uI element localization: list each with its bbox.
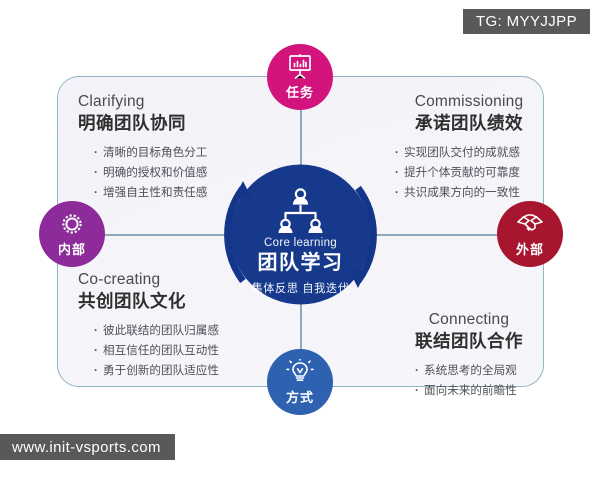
- list-item: 实现团队交付的成就感: [395, 143, 545, 163]
- list-item: 勇于创新的团队适应性: [94, 361, 278, 381]
- quadrant-commissioning-en: Commissioning: [414, 93, 524, 110]
- list-item: 清晰的目标角色分工: [94, 143, 278, 163]
- list-item: 明确的授权和价值感: [94, 163, 278, 183]
- quadrant-connecting-bullets: 系统思考的全局观 面向未来的前瞻性: [415, 361, 545, 401]
- list-item: 面向未来的前瞻性: [415, 381, 545, 401]
- badge-internal-label: 内部: [57, 241, 86, 257]
- badge-external[interactable]: 外部: [497, 201, 563, 267]
- quadrant-commissioning-cn: 承诺团队绩效: [415, 113, 523, 134]
- quadrant-co-creating-cn: 共创团队文化: [78, 291, 186, 312]
- badge-method[interactable]: 方式: [267, 349, 333, 415]
- core-ring-graphic: [224, 164, 377, 305]
- connector-right: [370, 234, 530, 236]
- quadrant-co-creating-en: Co-creating: [78, 271, 161, 288]
- connector-top: [300, 82, 302, 187]
- list-item: 增强自主性和责任感: [94, 183, 278, 203]
- quadrant-clarifying-en: Clarifying: [78, 93, 145, 110]
- list-item: 彼此联结的团队归属感: [94, 321, 278, 341]
- watermark-tg: TG: MYYJJPP: [462, 9, 590, 34]
- quadrant-clarifying-cn: 明确团队协同: [78, 113, 186, 134]
- quadrant-co-creating: Co-creating 共创团队文化 彼此联结的团队归属感 相互信任的团队互动性…: [78, 270, 278, 381]
- gear-icon: [62, 213, 82, 234]
- quadrant-connecting: Connecting 联结团队合作 系统思考的全局观 面向未来的前瞻性: [393, 310, 545, 401]
- list-item: 共识成果方向的一致性: [395, 183, 545, 203]
- badge-method-label: 方式: [285, 389, 314, 405]
- badge-external-label: 外部: [515, 241, 544, 257]
- quadrant-commissioning: Commissioning 承诺团队绩效 实现团队交付的成就感 提升个体贡献的可…: [393, 92, 545, 203]
- list-item: 相互信任的团队互动性: [94, 341, 278, 361]
- quadrant-commissioning-bullets: 实现团队交付的成就感 提升个体贡献的可靠度 共识成果方向的一致性: [395, 143, 545, 203]
- presentation-chart-icon: [289, 53, 311, 79]
- badge-task[interactable]: 任务: [267, 44, 333, 110]
- connector-left: [72, 234, 232, 236]
- list-item: 系统思考的全局观: [415, 361, 545, 381]
- badge-task-label: 任务: [285, 84, 314, 100]
- core-circle: Core learning 团队学习 集体反思 自我迭代: [217, 151, 384, 318]
- watermark-url: www.init-vsports.com: [0, 434, 175, 460]
- lightbulb-icon: [286, 358, 314, 381]
- org-chart-icon: [278, 188, 323, 233]
- connector-bottom: [300, 288, 302, 366]
- quadrant-connecting-en: Connecting: [428, 311, 510, 328]
- list-item: 提升个体贡献的可靠度: [395, 163, 545, 183]
- badge-internal[interactable]: 内部: [39, 201, 105, 267]
- quadrant-connecting-cn: 联结团队合作: [415, 331, 523, 352]
- handshake-icon: [517, 213, 543, 231]
- quadrant-clarifying: Clarifying 明确团队协同 清晰的目标角色分工 明确的授权和价值感 增强…: [78, 92, 278, 203]
- quadrant-clarifying-bullets: 清晰的目标角色分工 明确的授权和价值感 增强自主性和责任感: [94, 143, 278, 203]
- quadrant-co-creating-bullets: 彼此联结的团队归属感 相互信任的团队互动性 勇于创新的团队适应性: [94, 321, 278, 381]
